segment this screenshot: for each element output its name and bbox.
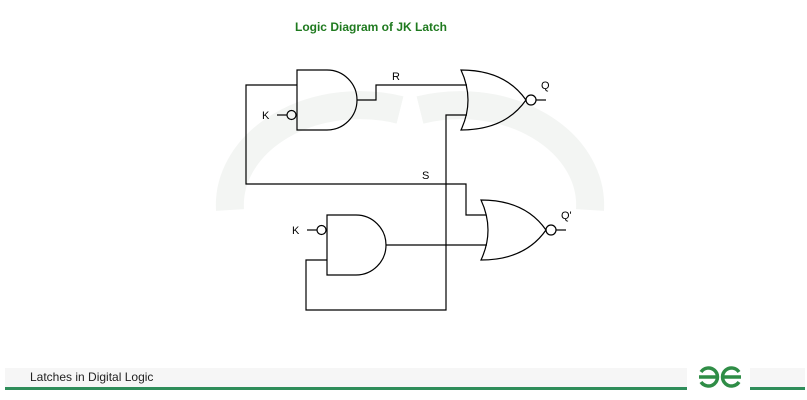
footer-divider-right: [750, 387, 805, 390]
watermark: [215, 91, 605, 211]
nor-gate-top: [460, 69, 527, 131]
nor-bubble-top: [525, 94, 537, 106]
gfg-logo-icon: [697, 364, 743, 396]
nor-gate-bottom: [480, 199, 547, 261]
footer-divider: [5, 387, 687, 390]
wire-s-feedback: [245, 84, 486, 216]
diagram-title: Logic Diagram of JK Latch: [294, 20, 448, 34]
and-gate-bottom: [326, 214, 387, 276]
and-gate-top: [296, 69, 358, 131]
label-s: S: [422, 170, 429, 182]
inverter-bubble-k-bottom: [316, 224, 327, 236]
nor-bubble-bottom: [545, 224, 557, 236]
footer-bar-right: [750, 368, 805, 388]
label-q-bar: Q': [561, 210, 572, 222]
wire-r: [357, 84, 467, 101]
label-q: Q: [541, 80, 550, 92]
label-k-top: K: [262, 110, 270, 122]
footer-bar: [5, 368, 687, 388]
label-r: R: [392, 71, 400, 83]
label-k-bottom: K: [292, 225, 300, 237]
wire-q-feedback: [305, 114, 467, 311]
footer-caption: Latches in Digital Logic: [30, 370, 154, 384]
logo-glyph: [699, 366, 741, 388]
